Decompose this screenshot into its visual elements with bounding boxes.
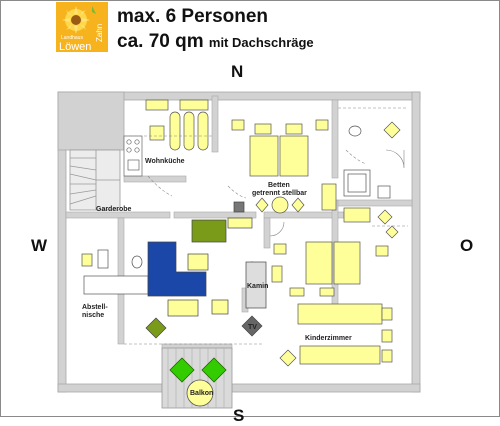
- sunflower-icon: [62, 6, 96, 34]
- logo-text-side: Zahn: [95, 24, 104, 42]
- area-value: ca. 70 qm: [117, 31, 204, 52]
- logo-text-bottom: Löwen: [59, 41, 91, 52]
- doors: [269, 149, 405, 237]
- floor-plan: Wohnküche Betten getrennt stellbar Garde…: [57, 91, 421, 409]
- sunflower-logo: Landhaus Löwen Zahn: [56, 2, 108, 52]
- compass-east: O: [460, 236, 474, 255]
- compass-south: S: [233, 406, 245, 425]
- twin-beds-room: [271, 225, 399, 297]
- room-label-abstell-2: nische: [82, 312, 104, 319]
- room-label-abstell: Abstell-: [82, 304, 108, 311]
- childrens-room-beds: [279, 303, 393, 367]
- kitchen-furniture: [123, 135, 143, 177]
- small-bathroom: [81, 249, 149, 295]
- room-label-kinderzimmer: Kinderzimmer: [305, 335, 352, 342]
- room-label-wohnkueche: Wohnküche: [145, 158, 185, 165]
- bathroom: [343, 121, 401, 225]
- room-label-garderobe: Garderobe: [96, 206, 132, 213]
- compass-north: N: [231, 62, 244, 81]
- area-heading: ca. 70 qm mit Dachschräge: [117, 31, 314, 53]
- dashed-markers: [124, 107, 408, 345]
- staircase: [69, 149, 121, 211]
- outer-walls: [57, 91, 421, 393]
- balcony: [161, 347, 233, 409]
- double-bed: [231, 119, 337, 214]
- room-label-betten: Betten: [268, 182, 290, 189]
- capacity-heading: max. 6 Personen: [117, 6, 269, 27]
- compass-west: W: [31, 236, 48, 255]
- room-label-kamin: Kamin: [247, 283, 268, 290]
- living-room: [145, 201, 267, 339]
- logo-text-top: Landhaus: [61, 35, 83, 41]
- tv-label: TV: [248, 324, 257, 331]
- dining-set: [145, 99, 209, 151]
- area-note: mit Dachschräge: [208, 35, 314, 50]
- room-label-betten-note: getrennt stellbar: [252, 190, 307, 197]
- room-label-balkon: Balkon: [190, 390, 213, 397]
